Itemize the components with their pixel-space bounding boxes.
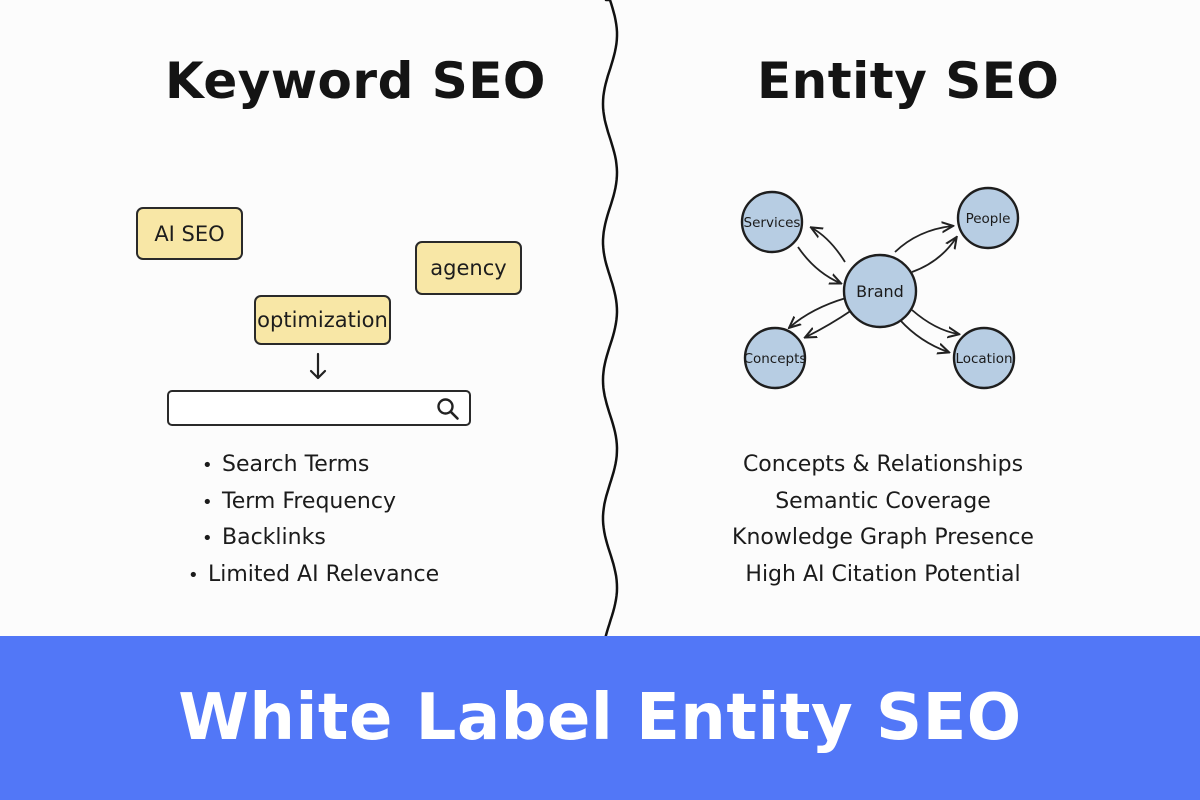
edge	[797, 246, 840, 283]
node-label-people: People	[966, 211, 1011, 227]
banner-title: White Label Entity SEO	[178, 681, 1022, 755]
keyword-seo-list: •Search Terms •Term Frequency •Backlinks…	[188, 447, 439, 593]
list-item: Concepts & Relationships	[742, 452, 1024, 477]
keyword-tag-ai-seo: AI SEO	[136, 207, 243, 260]
edge	[911, 309, 958, 334]
edge	[894, 226, 952, 253]
search-bar	[167, 390, 471, 426]
keyword-tag-optimization: optimization	[254, 295, 391, 345]
list-item: •Search Terms	[202, 452, 370, 477]
edge	[812, 228, 846, 263]
graph-edges	[790, 226, 958, 352]
node-brand	[842, 253, 918, 329]
node-concepts	[743, 326, 807, 390]
node-location	[952, 326, 1016, 390]
node-people	[956, 186, 1020, 250]
list-item: •Term Frequency	[202, 488, 396, 514]
search-icon	[437, 398, 459, 420]
keyword-tag-agency: agency	[415, 241, 522, 295]
title-banner: White Label Entity SEO	[0, 636, 1200, 800]
node-label-concepts: Concepts	[744, 351, 807, 367]
entity-graph: Services People Brand Concepts Location	[740, 186, 1020, 390]
node-services	[740, 190, 804, 254]
node-label-brand: Brand	[856, 282, 904, 301]
edge	[911, 238, 956, 273]
list-item: •Backlinks	[202, 525, 326, 550]
list-item: •Limited AI Relevance	[188, 561, 440, 587]
illustration-canvas: Keyword SEO Entity SEO AI SEO agency opt…	[136, 0, 1060, 636]
list-item: High AI Citation Potential	[745, 561, 1021, 587]
list-item: Semantic Coverage	[775, 488, 991, 514]
edge	[806, 309, 853, 337]
list-item: Knowledge Graph Presence	[732, 525, 1034, 550]
entity-seo-list: Concepts & Relationships Semantic Covera…	[710, 447, 1056, 593]
node-label-services: Services	[744, 215, 801, 231]
edge	[899, 319, 948, 352]
node-label-location: Location	[955, 351, 1012, 367]
arrow-down-icon	[309, 352, 327, 380]
wavy-divider	[601, 0, 619, 636]
entity-seo-heading: Entity SEO	[757, 52, 1060, 110]
edge	[790, 297, 847, 327]
keyword-seo-heading: Keyword SEO	[165, 52, 546, 110]
